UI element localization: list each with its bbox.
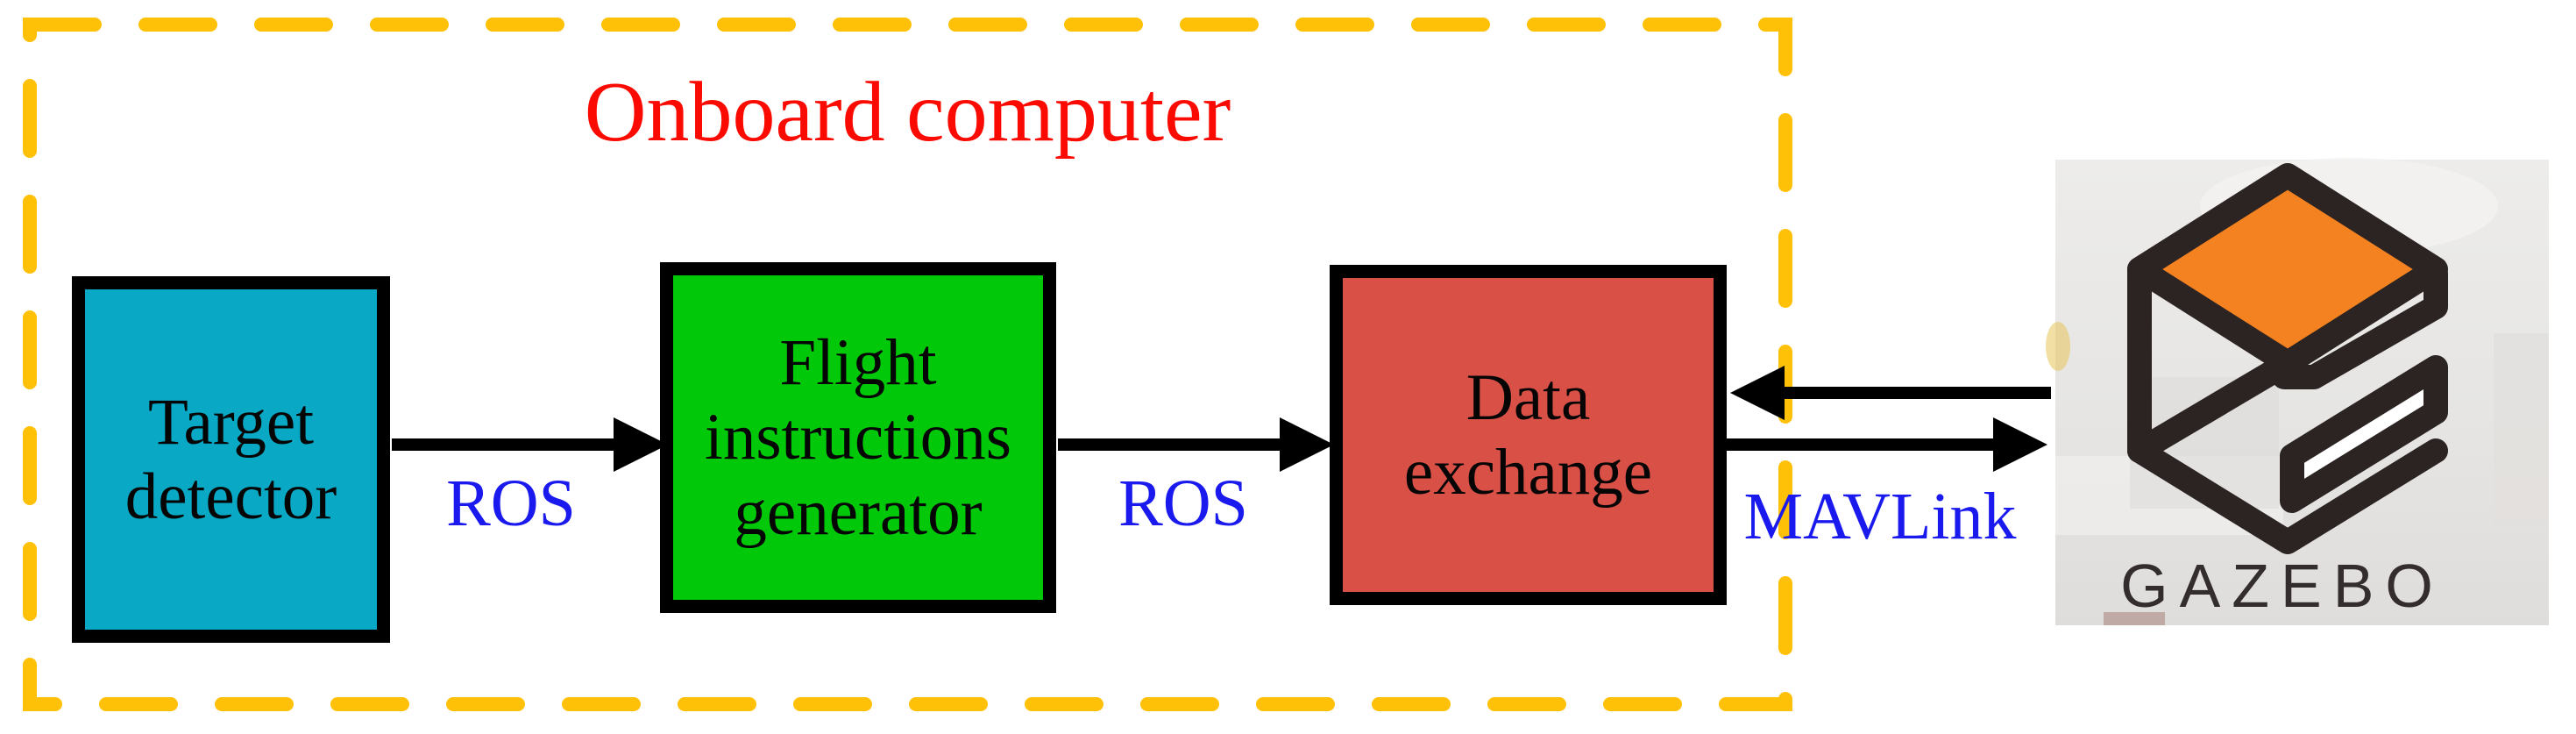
gazebo-logo — [2127, 163, 2448, 554]
gazebo-wordmark: GAZEBO — [2120, 552, 2445, 620]
onboard-computer-title: Onboard computer — [584, 65, 1231, 160]
arrowhead-left — [1730, 366, 1785, 420]
gazebo-panel-smudge — [2046, 322, 2070, 371]
arrow-target-to-flight — [392, 417, 668, 472]
gazebo-logo-bottom-face — [2280, 355, 2448, 513]
node-flight-instructions-generator: Flight instructions generator — [660, 262, 1056, 613]
arrowhead-right — [1280, 417, 1334, 472]
arrow-gazebo-to-exchange — [1730, 366, 2051, 420]
arrowhead-right — [1993, 417, 2047, 472]
ros-link-label-1: ROS — [446, 467, 576, 540]
gazebo-panel-smudge — [2494, 333, 2549, 526]
ros-link-label-2: ROS — [1118, 467, 1248, 540]
onboard-computer-dashed-boundary — [23, 18, 1792, 711]
arrow-flight-to-exchange — [1058, 417, 1334, 472]
gazebo-logo-inner-edge — [2127, 351, 2300, 463]
gazebo-logo-top-face — [2127, 163, 2448, 375]
mavlink-link-label: MAVLink — [1743, 480, 2017, 553]
node-target-detector: Target detector — [72, 276, 390, 643]
node-data-exchange: Data exchange — [1330, 265, 1727, 605]
arrowhead-right — [614, 417, 668, 472]
gazebo-logo-swoosh — [2272, 261, 2448, 389]
gazebo-logo-left-outline — [2127, 257, 2448, 554]
gazebo-panel: GAZEBO — [2046, 158, 2549, 625]
gazebo-panel-smudge — [2104, 612, 2165, 625]
arrow-exchange-to-gazebo — [1726, 417, 2047, 472]
